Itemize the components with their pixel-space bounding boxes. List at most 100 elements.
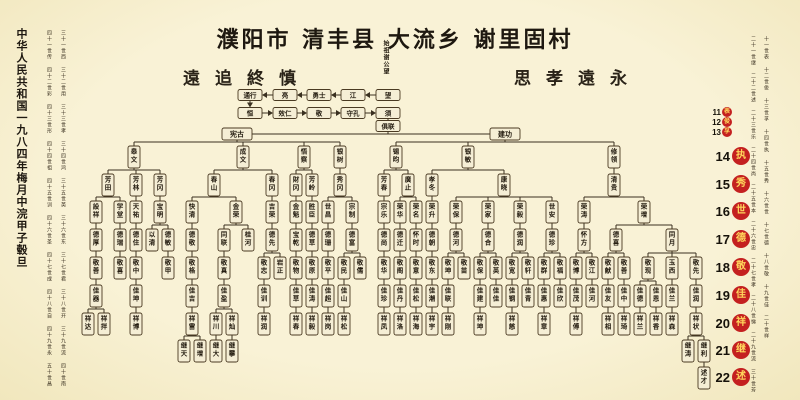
person-box: 荣保	[449, 200, 463, 224]
svg-text:勇士: 勇士	[313, 90, 327, 99]
person-box: 佳德	[633, 284, 647, 308]
person-box: 敬英	[489, 256, 503, 280]
svg-text:制: 制	[349, 210, 356, 219]
svg-text:敬: 敬	[644, 258, 652, 267]
person-box: 德草	[305, 228, 319, 252]
person-box: 春山	[207, 173, 221, 197]
svg-text:江: 江	[589, 266, 596, 275]
person-box: 世安	[545, 200, 559, 224]
svg-text:佳: 佳	[293, 286, 300, 295]
person-box: 芳田	[101, 173, 115, 197]
person-box: 佳松	[409, 284, 423, 308]
svg-text:兰: 兰	[669, 294, 676, 303]
svg-text:德: 德	[381, 230, 388, 239]
svg-text:荣: 荣	[484, 202, 492, 211]
person-box: 敬福	[553, 256, 567, 280]
person-box: 佳涛	[305, 284, 319, 308]
generation-character-disc: 德	[732, 230, 750, 248]
svg-text:臣: 臣	[309, 211, 316, 219]
svg-text:章: 章	[541, 322, 548, 331]
svg-text:荣: 荣	[580, 202, 588, 211]
generation-character-disc: 俊	[722, 117, 732, 127]
person-box: 敬意	[409, 256, 423, 280]
svg-text:香: 香	[653, 322, 660, 331]
svg-text:盈: 盈	[220, 294, 228, 303]
svg-text:祥: 祥	[605, 314, 612, 323]
colophon-date: 中华人民共和国一九八四年梅月中浣甲子毂旦	[15, 28, 28, 268]
svg-text:敬: 敬	[692, 258, 700, 267]
person-box: 敬苗	[457, 256, 471, 280]
person-box: 敬	[306, 107, 332, 119]
svg-text:兰: 兰	[637, 322, 644, 331]
svg-text:贵: 贵	[611, 183, 618, 192]
svg-text:献: 献	[605, 266, 612, 275]
svg-text:敬: 敬	[116, 258, 124, 267]
motto-right: 思孝遠永	[514, 69, 642, 89]
svg-text:宽: 宽	[508, 266, 516, 275]
svg-text:山: 山	[211, 183, 218, 192]
person-box: 继攀	[225, 339, 239, 363]
svg-text:涛: 涛	[685, 349, 692, 358]
svg-text:述: 述	[701, 368, 708, 377]
person-box: 佳润	[689, 284, 703, 308]
svg-text:天: 天	[181, 350, 188, 358]
person-box: 敬博	[569, 256, 583, 280]
svg-text:宗: 宗	[349, 202, 356, 211]
svg-text:吉: 吉	[269, 202, 276, 211]
svg-text:桂: 桂	[244, 230, 252, 239]
person-box: 德富	[345, 228, 359, 252]
svg-text:佳: 佳	[397, 286, 404, 295]
svg-text:金: 金	[232, 202, 240, 211]
generation-number: 14	[715, 148, 730, 164]
person-box: 敬宽	[505, 256, 519, 280]
person-box: 德朝	[425, 228, 439, 252]
svg-text:瑞: 瑞	[117, 238, 124, 247]
person-box: 敬真	[217, 256, 231, 280]
svg-text:清: 清	[149, 238, 156, 247]
svg-text:芳: 芳	[133, 175, 140, 184]
svg-text:冬: 冬	[429, 183, 436, 192]
svg-text:芳: 芳	[381, 175, 388, 184]
svg-text:春: 春	[268, 175, 276, 184]
svg-text:春: 春	[292, 322, 300, 331]
person-box: 佳器	[89, 284, 103, 308]
svg-text:真: 真	[221, 266, 228, 275]
svg-text:敏: 敏	[464, 155, 472, 164]
svg-text:拌: 拌	[101, 322, 108, 331]
svg-text:佳: 佳	[693, 286, 700, 295]
svg-text:吉: 吉	[189, 294, 196, 303]
person-box: 建功	[489, 127, 521, 141]
person-box: 敬儒	[353, 256, 367, 280]
person-box: 继大	[209, 339, 223, 363]
svg-text:荣: 荣	[640, 202, 648, 211]
person-box: 效仁	[272, 107, 298, 119]
svg-text:以: 以	[149, 231, 156, 239]
svg-text:宝: 宝	[293, 230, 300, 239]
svg-text:快: 快	[189, 202, 196, 211]
person-box: 佳联	[441, 284, 455, 308]
svg-text:草: 草	[293, 294, 300, 303]
svg-text:迁: 迁	[397, 238, 404, 247]
svg-text:现: 现	[645, 266, 652, 275]
svg-text:升: 升	[429, 210, 436, 219]
svg-text:建功: 建功	[498, 130, 512, 139]
svg-text:朝: 朝	[429, 238, 436, 247]
person-box: 敬华	[377, 256, 391, 280]
generation-number: 20	[715, 315, 730, 331]
svg-text:魁: 魁	[293, 210, 300, 219]
svg-text:佳: 佳	[445, 286, 452, 295]
person-box: 恒	[237, 107, 263, 119]
generation-character-disc: 继	[732, 341, 750, 359]
person-box: 清贵	[607, 173, 621, 197]
svg-text:佳: 佳	[557, 286, 564, 295]
svg-text:敬: 敬	[572, 258, 580, 267]
svg-text:昌: 昌	[325, 210, 332, 219]
svg-text:达: 达	[85, 322, 92, 331]
svg-text:利: 利	[701, 349, 708, 358]
svg-text:祥: 祥	[101, 314, 108, 323]
generation-column-left-inner: 三十一世西 三十二世用 三十三世孝 三十四世鸿 三十五世英 三十六世东 三十七世…	[60, 30, 66, 387]
